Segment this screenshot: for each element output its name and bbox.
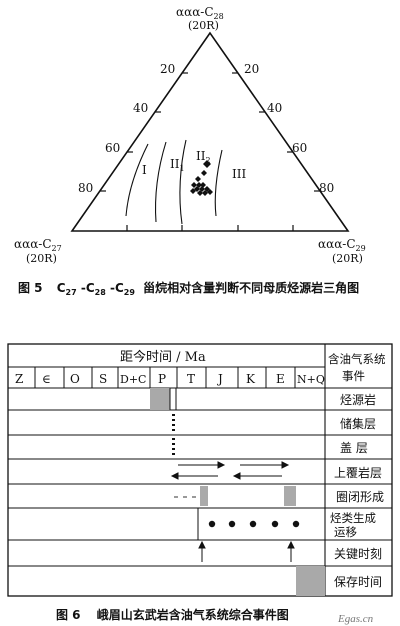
left-tick-label: 60 xyxy=(105,141,120,155)
region-label-III: III xyxy=(232,167,246,181)
event-row-label: 储集层 xyxy=(340,416,376,431)
period-label: N+Q xyxy=(297,373,325,386)
period-label: ∈ xyxy=(42,372,51,386)
region-label-I: I xyxy=(142,163,147,177)
left-tick-label: 40 xyxy=(133,101,148,115)
sample-point xyxy=(202,190,208,196)
ternary-triangle xyxy=(70,31,350,232)
left-ticks xyxy=(100,72,188,192)
period-label: P xyxy=(158,372,166,386)
period-label: T xyxy=(187,372,195,386)
sample-point xyxy=(201,170,207,176)
region-label-II1: II1 xyxy=(170,157,185,173)
apex-top-label: ααα-C28 xyxy=(176,5,224,21)
event-row-label: 上覆岩层 xyxy=(334,465,382,480)
apex-right-sublabel: (20R) xyxy=(332,252,363,265)
sample-point xyxy=(203,160,211,168)
boundary-curve-2 xyxy=(154,141,167,223)
left-tick-label: 20 xyxy=(160,62,175,76)
region-label-II2: II2 xyxy=(196,149,211,165)
right-ticks xyxy=(232,72,320,192)
right-tick-label: 40 xyxy=(267,101,282,115)
event-row-label: 关键时刻 xyxy=(334,547,382,561)
event-row-label: 盖 层 xyxy=(340,441,368,455)
event-chart: 距今时间 / Ma 含油气系统 事件 Z ∈ O S D+C P T J K E… xyxy=(7,343,393,597)
figure6-caption: 图 6 峨眉山玄武岩含油气系统综合事件图 xyxy=(56,607,289,622)
critical-moment-arrows xyxy=(198,540,295,562)
event-row-label: 圈闭形成 xyxy=(336,490,384,504)
right-tick-label: 80 xyxy=(319,181,334,195)
period-label: K xyxy=(246,372,256,386)
apex-left-label: ααα-C27 xyxy=(14,237,62,253)
boundary-curve-1 xyxy=(125,143,149,217)
hydrocarbon-dots xyxy=(208,520,300,528)
apex-left-sublabel: (20R) xyxy=(26,252,57,265)
watermark: Egas.cn xyxy=(337,613,374,625)
preservation-bar xyxy=(296,566,325,596)
event-chart-frame xyxy=(7,343,393,597)
apex-top-sublabel: (20R) xyxy=(188,19,219,32)
reservoir-marks xyxy=(172,414,175,455)
event-row-label: 烃类生成 xyxy=(330,511,376,525)
bottom-ticks xyxy=(126,225,294,231)
right-tick-label: 60 xyxy=(292,141,307,155)
events-column-title-2: 事件 xyxy=(342,369,365,383)
time-axis-title: 距今时间 / Ma xyxy=(120,349,206,365)
event-row-label: 烃源岩 xyxy=(340,392,376,407)
apex-right-label: ααα-C29 xyxy=(318,237,366,253)
period-label: D+C xyxy=(120,373,146,386)
boundary-curve-4 xyxy=(214,149,223,217)
period-label: J xyxy=(216,372,223,386)
trap-formation-marks xyxy=(174,486,296,506)
event-row-label: 保存时间 xyxy=(334,575,382,589)
figure5-caption: 图 5 C27 -C28 -C29 甾烷相对含量判断不同母质烃源岩三角图 xyxy=(18,280,359,298)
period-label: E xyxy=(276,372,285,386)
ternary-diagram: 20 40 60 80 20 40 60 80 ααα-C28 (20R) αα… xyxy=(14,5,366,265)
region-boundaries xyxy=(125,139,223,225)
period-label: S xyxy=(99,372,107,386)
sample-points xyxy=(190,160,213,196)
sample-point xyxy=(195,176,201,182)
sample-point xyxy=(197,190,203,196)
sample-point xyxy=(207,189,213,195)
source-rock-bar xyxy=(150,388,170,410)
sample-point xyxy=(190,188,196,194)
period-label: Z xyxy=(15,372,23,386)
left-tick-label: 80 xyxy=(78,181,93,195)
right-tick-label: 20 xyxy=(244,62,259,76)
events-column-title: 含油气系统 xyxy=(328,352,386,366)
period-label: O xyxy=(70,372,80,386)
overlying-arrows xyxy=(170,461,290,480)
sample-point xyxy=(191,182,197,188)
boundary-curve-3 xyxy=(179,139,187,225)
event-row-label-2: 运移 xyxy=(334,525,357,539)
